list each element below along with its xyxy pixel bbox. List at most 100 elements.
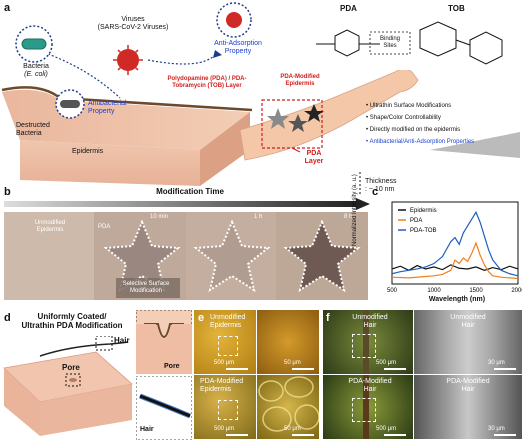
virus-icon-2 [226, 12, 242, 28]
f-unmod-r-text: Unmodified Hair [430, 314, 506, 330]
pda-layer-label2: Layer [304, 158, 324, 165]
star-icon-3 [304, 104, 324, 122]
pda-label-b: PDA [98, 224, 111, 230]
micro-unmodified-high [257, 310, 319, 374]
skin-right-face [200, 112, 250, 186]
antibacterial-text: Antibacterial Property [88, 100, 127, 116]
pore-zoom-tile [136, 310, 192, 374]
arrow-dotted [47, 53, 121, 99]
f-mod-r1: PDA-Modified [446, 378, 490, 385]
x-tick-label: 1000 [427, 288, 441, 294]
cell-pattern [258, 376, 319, 432]
pda-layer-text: PDA Layer [296, 150, 332, 166]
thickness-value: : ~ 10 nm [365, 186, 395, 193]
unmodified-label2: Epidermis [36, 227, 64, 233]
e-scalebar-2 [292, 368, 314, 370]
f-scalebar-1 [384, 368, 406, 370]
destructed-bacteria-label: Bacteria [16, 130, 42, 137]
legend-label: PDA-TOB [410, 228, 437, 234]
plot-frame [391, 201, 519, 285]
x-axis-label: Wavelength (nm) [428, 296, 486, 303]
skin-photo-strip [4, 212, 368, 300]
skin3d-left [4, 368, 40, 436]
panel-d-label: d [4, 312, 11, 324]
hair-strand [39, 341, 129, 357]
viruses-label: Viruses [121, 16, 145, 23]
anti-adsorption-property-label: Property [224, 48, 252, 55]
panel-b-label: b [4, 186, 11, 198]
hair-label: Hair [114, 336, 130, 345]
destructed-text: Destructed Bacteria [16, 122, 50, 138]
uniform-title: Uniformly Coated/ Ultrathin PDA Modifica… [12, 312, 132, 330]
hair-zoom-label: Hair [140, 426, 154, 433]
pore-label: Pore [62, 363, 80, 372]
modified-line1: PDA-Modified [280, 74, 320, 80]
pore-hole [69, 378, 77, 382]
destructed-bacteria-icon [60, 100, 80, 108]
e-sb1: 500 μm [214, 360, 235, 366]
viruses-text: Viruses (SARS-CoV-2 Viruses) [92, 16, 174, 32]
f-zoom-box-2 [352, 398, 376, 422]
molecule-area [308, 10, 520, 70]
virus-icon [117, 49, 139, 71]
pda-ring [334, 29, 360, 57]
e-sb4: 50 μm [284, 426, 301, 432]
panel-c-label: c [372, 186, 379, 198]
modification-time-title: Modification Time [156, 187, 224, 196]
e-sb3: 500 μm [214, 426, 235, 432]
destructed-label: Destructed [16, 122, 50, 129]
f-sb2: 30 μm [488, 360, 505, 366]
modified-line2: Epidermis [285, 81, 315, 87]
f-modified-sem [414, 375, 522, 439]
e-scalebar-1 [226, 368, 248, 370]
f-mod2: Hair [363, 386, 377, 393]
star-icon-1 [267, 108, 289, 129]
tob-ring-1 [419, 21, 457, 57]
legend-label: PDA [410, 218, 422, 224]
feature-item: • Antibacterial/Anti-Adsorption Properti… [366, 139, 475, 145]
f-unmodified-sem [414, 310, 522, 374]
skin-3d-illustration [3, 336, 133, 436]
anti-adsorption-label: Anti-Adsorption [214, 40, 262, 47]
panel-e-label: e [198, 312, 205, 324]
feature-item: • Ultrathin Surface Modifications [366, 103, 452, 109]
micro-modified-low [194, 375, 256, 439]
binding-sites-box [369, 31, 411, 55]
selective-text: Selective Surface Modification [114, 281, 178, 295]
unmodified-epidermis-text: Unmodified Epidermis [12, 220, 88, 234]
pore-zoom-label: Pore [164, 363, 180, 370]
e-scalebar-3 [226, 434, 248, 436]
arrow-dotted-2 [147, 54, 216, 65]
e-sb2: 50 μm [284, 360, 301, 366]
thickness-text: Thickness : ~ 10 nm [365, 178, 397, 194]
f-unmod-text: Unmodified Hair [332, 314, 408, 330]
bacteria-species-label: (E. coli) [24, 71, 48, 78]
e-unmod-text: Unmodified Epidermis [210, 314, 245, 330]
feature-item: • Directly modified on the epidermis [366, 127, 461, 133]
tob-ring-2 [469, 31, 503, 65]
f-unmod-r2: Hair [461, 322, 475, 329]
y-axis-label: Normalized Intensity (a. u.) [352, 174, 358, 246]
f-mod-r-text: PDA-Modified Hair [430, 378, 506, 394]
x-tick-label: 2000 [511, 288, 522, 294]
binding-sites-label2: Sites [383, 43, 397, 49]
uniform-title2: Ultrathin PDA Modification [21, 321, 123, 330]
f-unmod1: Unmodified [352, 314, 388, 321]
unmodified-label1: Unmodified [34, 220, 66, 226]
layer-line1: Polydopamine (PDA) / PDA- [167, 76, 247, 82]
series-line-pda-tob [391, 210, 519, 277]
star-icon-2 [288, 114, 308, 132]
layer-line2: Tobramycin (TOB) Layer [172, 83, 242, 89]
binding-sites-label1: Binding [379, 36, 400, 42]
thickness-wedge [430, 132, 520, 158]
unmodified-photo [4, 212, 94, 300]
time-1h: 1 h [254, 214, 263, 220]
f-scalebar-4 [494, 434, 516, 436]
x-tick-label: 500 [387, 288, 398, 294]
legend-label: Epidermis [410, 208, 437, 214]
arrow-head [213, 50, 222, 58]
tob-title: TOB [448, 4, 465, 13]
panel-a-label: a [4, 2, 11, 14]
x-tick-label: 1500 [469, 288, 483, 294]
viruses-detail-label: (SARS-CoV-2 Viruses) [97, 24, 169, 31]
